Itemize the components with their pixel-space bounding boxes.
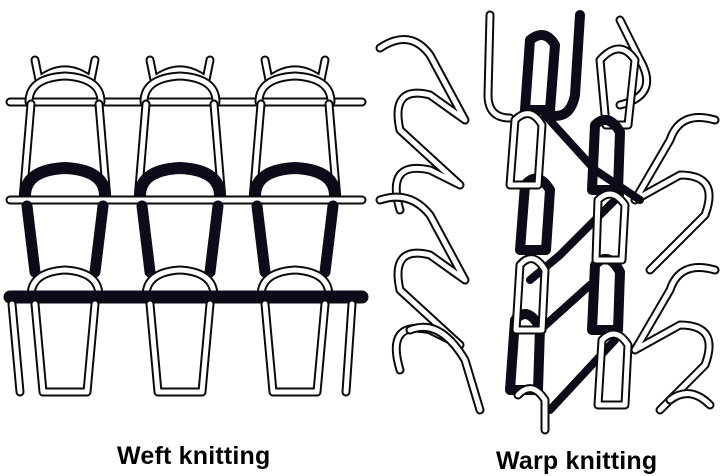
course-1-loop-legs-1 <box>138 104 222 200</box>
bottom-loop-1-core <box>150 304 210 392</box>
course-2-dark-loop-legs-2 <box>257 206 333 272</box>
course-2-dark-loop-head-2 <box>255 168 335 196</box>
bottom-loop-2 <box>265 304 325 392</box>
white-loop-f <box>670 394 710 405</box>
course-1-loop-legs-0-core <box>23 104 107 200</box>
right-zigzag-yarn-1 <box>635 118 715 271</box>
course-1-loop-legs-1-outline <box>138 104 222 200</box>
dark-loop-4 <box>592 259 620 330</box>
left-zigzag-yarn-3 <box>410 327 480 410</box>
bottom-left-edge-leg <box>12 304 20 392</box>
right-zigzag-yarn-2 <box>635 268 715 411</box>
bottom-loop-2-core <box>265 304 325 392</box>
right-zigzag-yarn-2-outline <box>635 268 715 411</box>
course-1-loop-legs-0-outline <box>23 104 107 200</box>
warp-knitting-diagram <box>370 0 726 440</box>
course-1-loop-legs-1-core <box>138 104 222 200</box>
course-2-dark-loop-legs-0 <box>27 206 103 272</box>
bottom-right-edge-leg <box>346 304 352 392</box>
course-2-dark-loop-head-1 <box>140 168 220 196</box>
warp-knitting-caption: Warp knitting <box>496 447 657 476</box>
weft-knitting-panel: Weft knitting <box>0 0 370 474</box>
bottom-loop-1 <box>150 304 210 392</box>
course-1-loop-legs-2-core <box>253 104 337 200</box>
course-1-loop-legs-2-outline <box>253 104 337 200</box>
white-loop-a <box>510 114 542 185</box>
course-1-loop-legs-2 <box>253 104 337 200</box>
course-2-dark-loop-legs-1 <box>142 206 218 272</box>
bottom-loop-0 <box>35 304 95 392</box>
weft-knitting-diagram <box>0 0 370 440</box>
left-zigzag-yarn-1-outline <box>380 39 465 210</box>
right-zigzag-yarn-1-core <box>635 118 715 271</box>
bottom-loop-0-core <box>35 304 95 392</box>
warp-top-white-loop <box>600 49 635 125</box>
weft-knitting-caption: Weft knitting <box>117 442 271 471</box>
left-zigzag-yarn-1 <box>380 39 465 210</box>
course-2-dark-loop-head-0 <box>25 168 105 196</box>
warp-knitting-panel: Warp knitting <box>370 0 726 474</box>
dark-loop-1 <box>525 35 555 110</box>
warp-top-left-stem <box>488 15 510 118</box>
course-1-loop-legs-0 <box>23 104 107 200</box>
